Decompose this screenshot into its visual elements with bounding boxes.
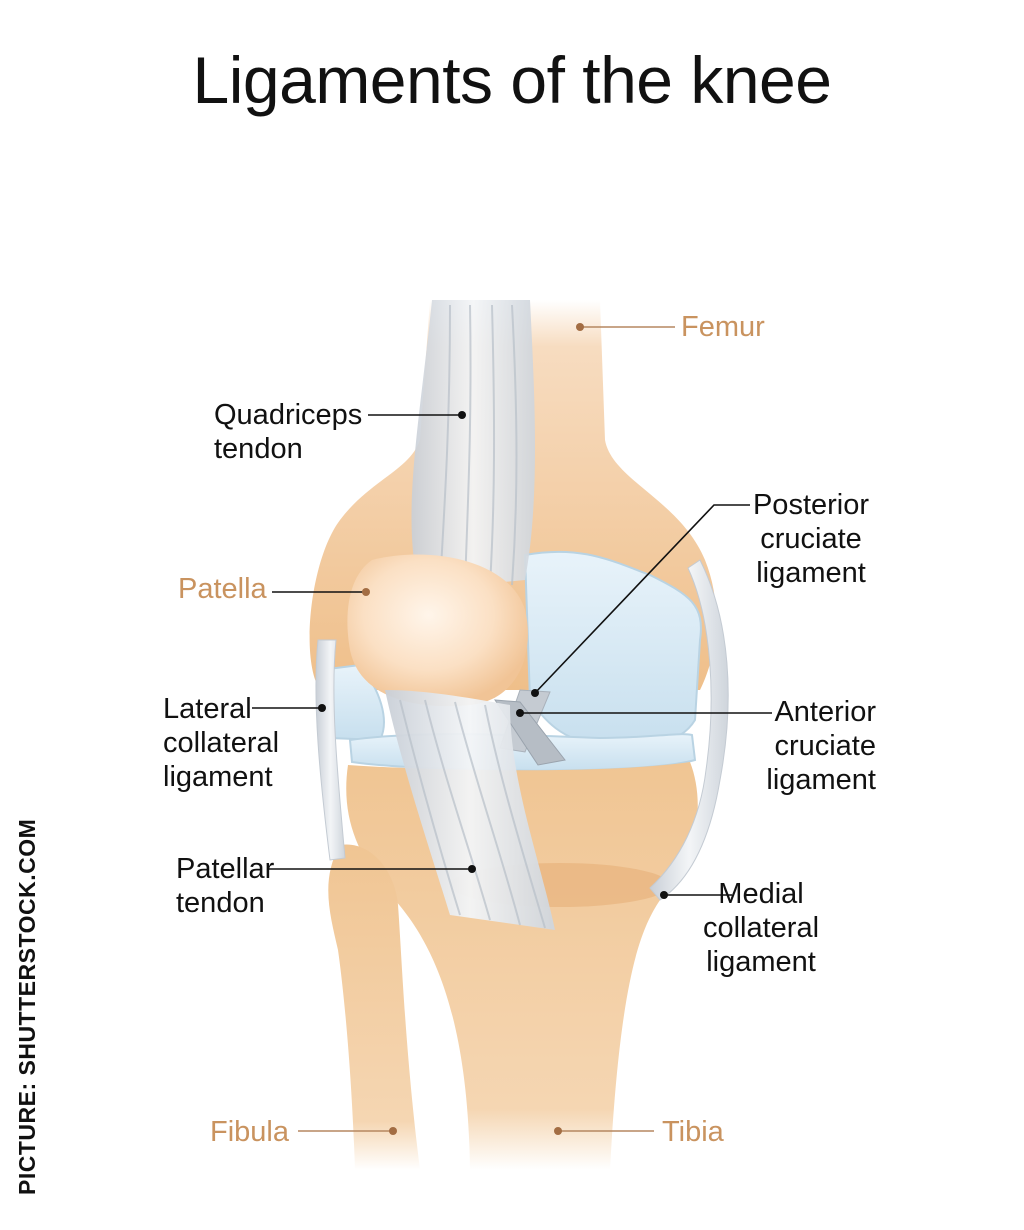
label-patellar-tendon: Patellar tendon [176,853,275,919]
quadriceps-tendon [411,300,535,590]
bone-leader-dots [362,323,584,1135]
anterior-cruciate-ligament [494,699,566,766]
label-fibula: Fibula [210,1116,289,1148]
label-posterior-cruciate-ligament: Posterior cruciate ligament [752,489,870,589]
fibula-bone [328,844,420,1170]
bone-leader-lines [298,326,675,1132]
medial-collateral-ligament [649,559,729,901]
label-femur: Femur [681,311,765,343]
lateral-collateral-ligament [315,639,346,861]
leader-lines [252,414,772,896]
label-tibia: Tibia [662,1116,724,1148]
label-lateral-collateral-ligament: Lateral collateral ligament [163,693,280,793]
patellar-tendon [385,690,555,930]
label-patella: Patella [178,573,267,605]
label-quadriceps-tendon: Quadriceps tendon [214,399,363,465]
picture-credit: PICTURE: SHUTTERSTOCK.COM [14,818,40,1195]
patella-bone [347,554,528,707]
diagram-title: Ligaments of the knee [192,43,832,117]
leader-dots [318,411,668,899]
label-anterior-cruciate-ligament: Anterior cruciate ligament [766,696,876,796]
label-medial-collateral-ligament: Medial collateral ligament [702,878,820,978]
